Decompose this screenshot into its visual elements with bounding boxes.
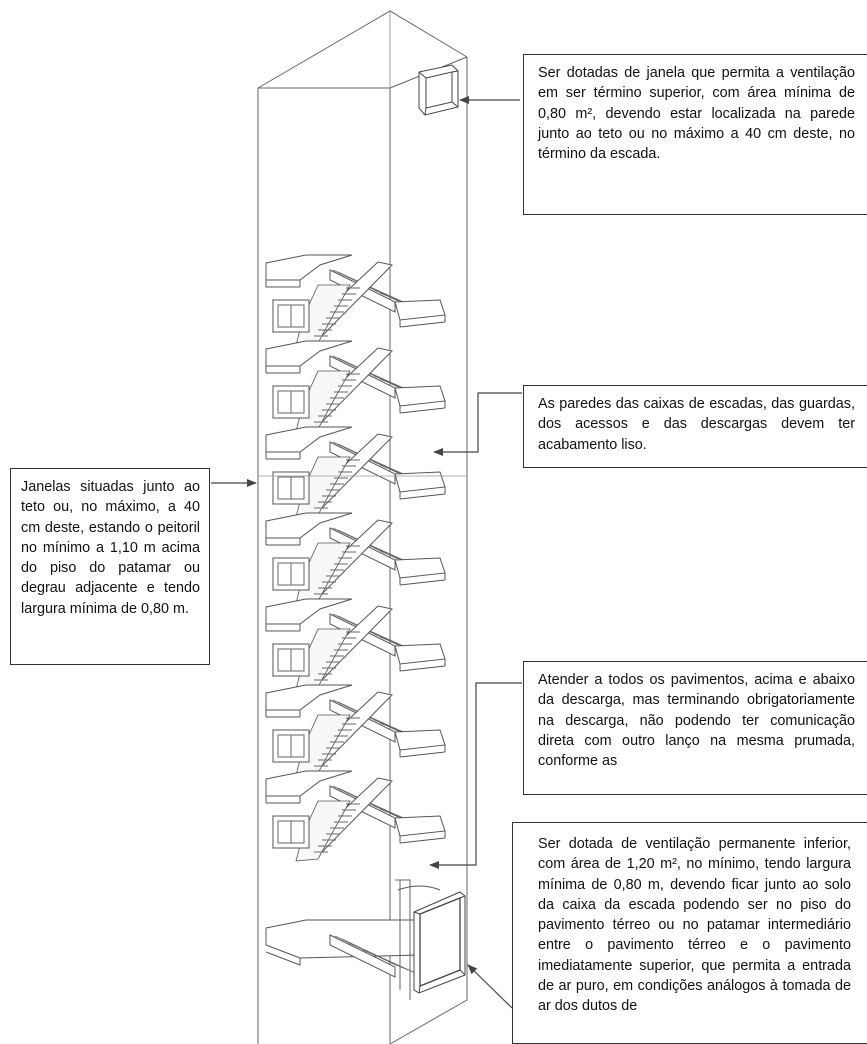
callout-top-window: Ser dotadas de janela que permita a vent…: [523, 54, 867, 215]
callout-walls-text: As paredes das caixas de escadas, das gu…: [538, 396, 855, 453]
callout-top-window-text: Ser dotadas de janela que permita a vent…: [538, 65, 855, 163]
arrow-walls: [433, 392, 522, 456]
callout-bottom-vent: Ser dotada de ventilação permanente infe…: [512, 822, 867, 1044]
arrow-floors: [429, 682, 522, 869]
leader-arrows: [211, 96, 522, 1009]
flight-6: [265, 684, 446, 776]
arrow-bottom-vent: [467, 964, 513, 1009]
flight-5: [265, 598, 446, 690]
flight-1: [265, 254, 446, 346]
flight-2: [265, 340, 446, 432]
ground-landing: [265, 879, 441, 1000]
flight-4: [265, 512, 446, 604]
callout-windows-text: Janelas situadas junto ao teto ou, no má…: [21, 479, 200, 617]
callout-bottom-vent-text: Ser dotada de ventilação permanente infe…: [538, 836, 851, 1015]
flight-3: [265, 426, 446, 518]
bottom-vent-icon: [413, 891, 466, 994]
callout-windows: Janelas situadas junto ao teto ou, no má…: [10, 468, 210, 665]
callout-floors-text: Atender a todos os pavimentos, acima e a…: [538, 672, 855, 770]
callout-floors: Atender a todos os pavimentos, acima e a…: [523, 661, 867, 795]
top-window-icon: [418, 64, 459, 116]
flight-7: [265, 770, 446, 862]
callout-walls: As paredes das caixas de escadas, das gu…: [523, 385, 867, 468]
stair-flights: [265, 254, 446, 862]
